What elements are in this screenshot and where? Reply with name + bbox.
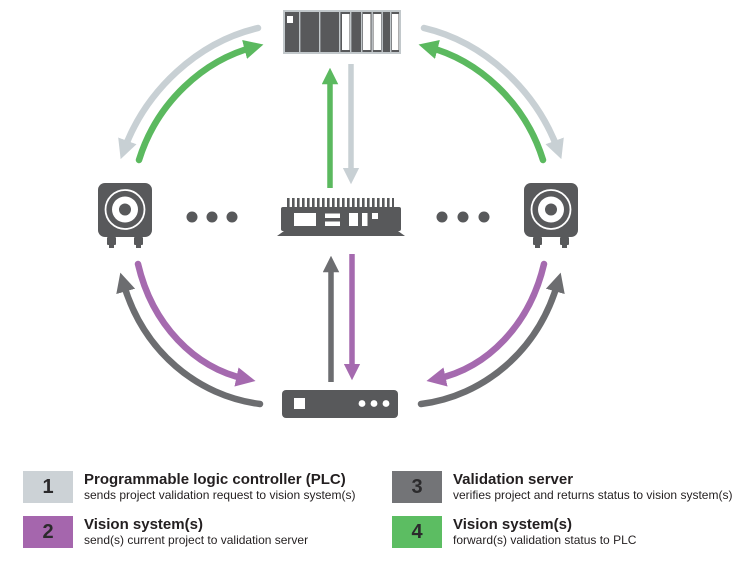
legend-item-validation-server: 3 Validation server verifies project and… — [392, 471, 732, 503]
camera-icon-right — [524, 183, 578, 248]
arrow-plc-to-left-vision — [118, 24, 262, 160]
legend-item-plc: 1 Programmable logic controller (PLC) se… — [23, 471, 355, 503]
validation-flow-diagram — [98, 10, 578, 418]
arrow-server-to-left-vision — [116, 272, 264, 408]
plc-rack-icon — [283, 10, 401, 54]
arrow-plc-to-right-vision — [420, 24, 564, 160]
arrow-left-vision-to-server — [134, 260, 256, 387]
controller-icon — [277, 198, 405, 236]
ellipsis-icon-left — [186, 211, 238, 223]
legend-number-badge-1: 1 — [23, 471, 73, 503]
legend-description-3: verifies project and returns status to v… — [453, 488, 732, 503]
server-icon — [282, 390, 398, 418]
legend-description-2: send(s) current project to validation se… — [84, 533, 309, 548]
legend-item-vision-send: 2 Vision system(s) send(s) current proje… — [23, 516, 308, 548]
legend-title-2: Vision system(s) — [84, 516, 203, 533]
arrow-left-vision-to-plc — [135, 40, 264, 164]
legend-number-badge-2: 2 — [23, 516, 73, 548]
arrow-server-to-right-vision — [417, 272, 565, 408]
legend-item-vision-forward: 4 Vision system(s) forward(s) validation… — [392, 516, 636, 548]
legend-number-badge-4: 4 — [392, 516, 442, 548]
camera-icon-left — [98, 183, 152, 248]
ellipsis-icon-right — [436, 211, 490, 223]
legend-title-3: Validation server — [453, 471, 574, 488]
legend-description-4: forward(s) validation status to PLC — [453, 533, 637, 548]
legend-number-badge-3: 3 — [392, 471, 442, 503]
arrow-right-vision-to-plc — [418, 40, 547, 164]
arrow-right-vision-to-server — [426, 260, 548, 387]
legend-description-1: sends project validation request to visi… — [84, 488, 356, 503]
legend-title-1: Programmable logic controller (PLC) — [84, 471, 346, 488]
legend-title-4: Vision system(s) — [453, 516, 572, 533]
